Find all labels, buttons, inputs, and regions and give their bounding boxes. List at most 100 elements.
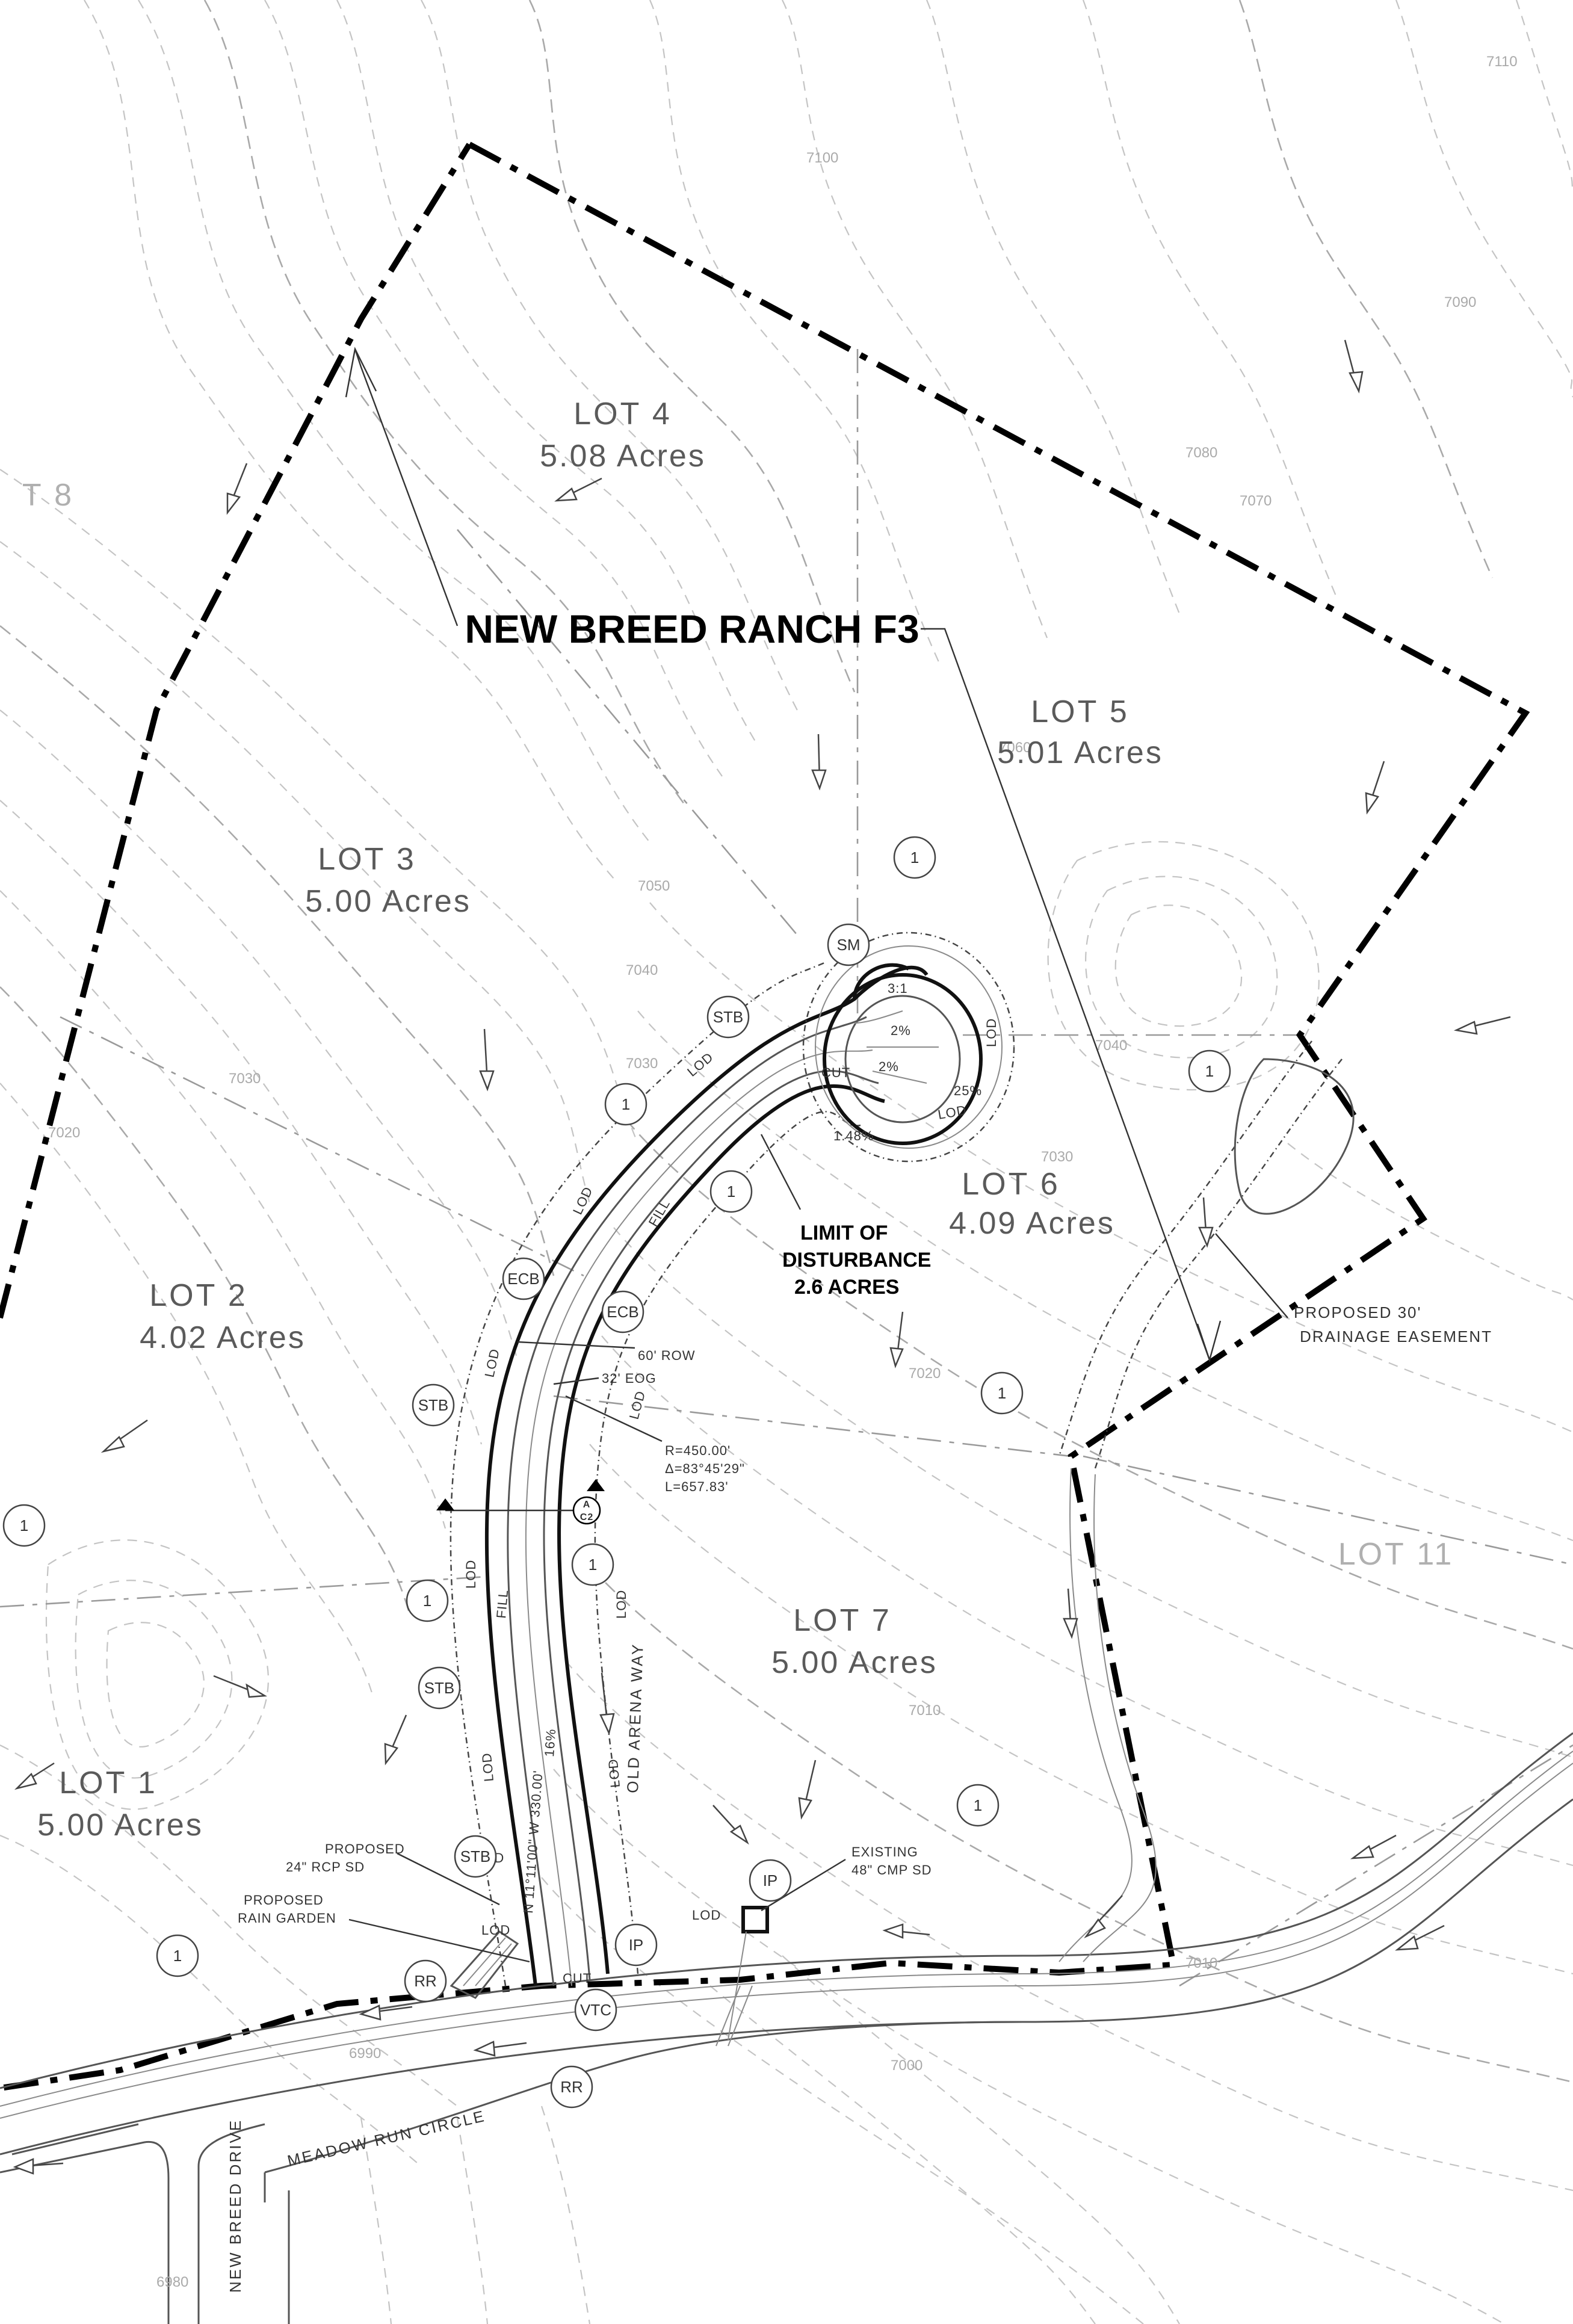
svg-text:EXISTING: EXISTING	[851, 1844, 918, 1859]
lot-2-label: LOT 2	[149, 1278, 248, 1313]
elevation-label: 7010	[1185, 1955, 1217, 1971]
tag-stb[interactable]: STB	[706, 995, 750, 1039]
tag-1[interactable]: 1	[709, 1170, 753, 1213]
lot-1-area: 5.00 Acres	[37, 1808, 203, 1843]
lot-4-area: 5.08 Acres	[540, 439, 706, 474]
tag-1[interactable]: 1	[156, 1934, 199, 1977]
flow-arrow-icon	[712, 1805, 749, 1845]
elevation-label: 7100	[806, 150, 838, 166]
svg-text:STB: STB	[424, 1679, 455, 1697]
lot-5-label: LOT 5	[1031, 694, 1130, 729]
svg-text:1: 1	[727, 1182, 735, 1201]
elevation-label: 7030	[1041, 1149, 1073, 1165]
tag-vtc[interactable]: VTC	[574, 1988, 617, 2032]
tag-1[interactable]: 1	[604, 1083, 647, 1126]
svg-text:1: 1	[622, 1095, 630, 1113]
svg-text:A: A	[583, 1500, 591, 1510]
elevation-label: 7060	[999, 740, 1031, 756]
svg-text:1: 1	[589, 1556, 597, 1574]
svg-text:RR: RR	[560, 2078, 583, 2096]
svg-text:1: 1	[974, 1796, 982, 1814]
tag-1[interactable]: 1	[2, 1504, 46, 1547]
svg-text:LOD: LOD	[692, 1908, 721, 1923]
flow-arrow-icon	[473, 2041, 527, 2057]
elevation-label: 6980	[156, 2274, 188, 2290]
erosion-control-tags: 1 SM STB 1 1 1 ECB ECB 1 STB 1 1 1 STB 1…	[2, 836, 1231, 2109]
road-dimension-notes: 60' ROW 32' EOG R=450.00' Δ=83°45'29" L=…	[517, 1341, 744, 1494]
flow-arrow-icon	[213, 1675, 268, 1698]
tag-1[interactable]: 1	[406, 1579, 449, 1622]
page-title: NEW BREED RANCH F3	[465, 607, 919, 651]
svg-text:C2: C2	[580, 1512, 593, 1522]
flow-arrow-icon	[226, 463, 248, 515]
elevation-label: 7080	[1185, 445, 1217, 461]
svg-text:STB: STB	[418, 1396, 449, 1414]
flow-arrow-icon	[1365, 761, 1385, 815]
svg-text:LIMIT OF: LIMIT OF	[800, 1222, 888, 1244]
elevation-label: 6990	[349, 2045, 381, 2062]
flow-arrow-icon	[889, 1311, 904, 1368]
lot-1-label: LOT 1	[59, 1766, 158, 1800]
tag-1[interactable]: 1	[893, 836, 936, 879]
flow-arrow-icon	[1350, 1834, 1397, 1859]
tag-ecb[interactable]: ECB	[601, 1290, 644, 1334]
svg-text:LOD: LOD	[626, 1389, 649, 1421]
svg-text:2%: 2%	[891, 1023, 911, 1038]
flow-arrow-icon	[599, 1672, 615, 1735]
elevation-label: 7030	[626, 1055, 658, 1072]
lot-6-label: LOT 6	[962, 1167, 1060, 1202]
svg-text:1: 1	[910, 848, 919, 867]
svg-text:1: 1	[1205, 1062, 1214, 1080]
subdivision-boundary	[0, 141, 1530, 2091]
svg-text:RR: RR	[414, 1972, 437, 1990]
meadow-run-circle-road	[0, 1732, 1573, 2324]
tag-stb[interactable]: STB	[418, 1666, 461, 1710]
old-arena-way-label: OLD ARENA WAY	[623, 1642, 647, 1793]
svg-text:16%: 16%	[542, 1728, 558, 1758]
elevation-label: 7020	[48, 1125, 80, 1141]
flow-arrow-icon	[1344, 339, 1364, 394]
flow-arrow-icon	[554, 477, 602, 502]
lot-8-label: T 8	[22, 478, 74, 513]
section-cut-marker[interactable]: A C2	[436, 1479, 605, 1525]
contour-elevation-labels: 7110 7100 7090 7080 7070 7060 7050 7040 …	[48, 54, 1518, 2290]
cul-de-sac	[823, 973, 983, 1145]
tag-1[interactable]: 1	[980, 1371, 1024, 1415]
svg-text:ECB: ECB	[607, 1303, 638, 1321]
svg-text:VTC: VTC	[580, 2001, 611, 2019]
tag-ip[interactable]: IP	[614, 1923, 658, 1967]
elevation-label: 7110	[1486, 54, 1518, 70]
elevation-label: 7070	[1240, 493, 1272, 509]
drainage-flow-arrows	[13, 339, 1511, 2175]
tag-rr[interactable]: RR	[550, 2065, 593, 2109]
lot-11-label: LOT 11	[1338, 1537, 1454, 1572]
tag-1[interactable]: 1	[571, 1543, 614, 1586]
tag-1[interactable]: 1	[1188, 1049, 1231, 1093]
flow-arrow-icon	[14, 1762, 55, 1790]
flow-arrow-icon	[384, 1714, 407, 1766]
svg-text:STB: STB	[713, 1008, 744, 1026]
tag-sm[interactable]: SM	[827, 923, 870, 966]
tag-stb[interactable]: STB	[454, 1835, 497, 1878]
svg-text:IP: IP	[763, 1871, 778, 1890]
tag-ecb[interactable]: ECB	[502, 1257, 545, 1300]
lot-5-area: 5.01 Acres	[997, 735, 1163, 770]
flow-arrow-icon	[1198, 1197, 1214, 1248]
tag-rr[interactable]: RR	[404, 1959, 447, 2003]
lot-labels: LOT 4 5.08 Acres LOT 5 5.01 Acres LOT 3 …	[22, 397, 1454, 1843]
svg-text:1.48%: 1.48%	[833, 1128, 874, 1143]
tag-1[interactable]: 1	[956, 1784, 1000, 1827]
new-breed-drive-label: NEW BREED DRIVE	[226, 2119, 244, 2293]
elevation-label: 7010	[909, 1702, 941, 1719]
tag-stb[interactable]: STB	[412, 1383, 455, 1427]
svg-text:24" RCP SD: 24" RCP SD	[286, 1859, 365, 1874]
elevation-label: 7020	[909, 1365, 941, 1382]
svg-text:LOD: LOD	[481, 1923, 510, 1938]
svg-text:1: 1	[998, 1384, 1006, 1402]
flow-arrow-icon	[882, 1923, 930, 1939]
tag-ip[interactable]: IP	[749, 1859, 792, 1902]
lot-7-area: 5.00 Acres	[771, 1645, 938, 1680]
svg-text:PROPOSED: PROPOSED	[244, 1893, 324, 1908]
rain-garden	[450, 1906, 769, 2041]
lot-3-area: 5.00 Acres	[305, 884, 471, 919]
